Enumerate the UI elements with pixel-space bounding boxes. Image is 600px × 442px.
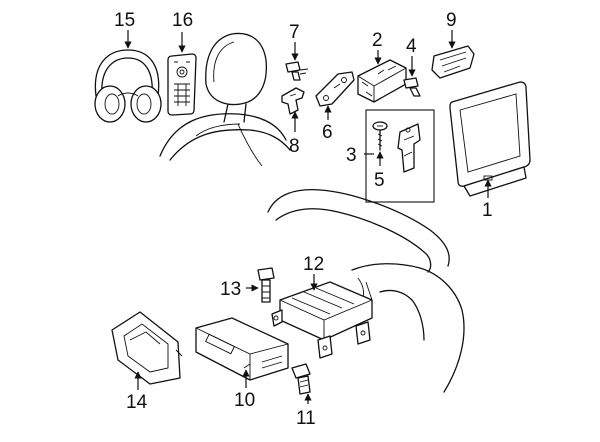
remote-control-part (167, 53, 197, 116)
callout-1: 1 (482, 200, 493, 221)
callout-7: 7 (289, 22, 300, 43)
callout-15: 15 (114, 10, 135, 31)
callout-4: 4 (406, 36, 417, 57)
callout-5: 5 (374, 170, 385, 191)
screw-part-7 (285, 61, 309, 81)
callout-box-3-5 (365, 109, 435, 203)
callout-2: 2 (372, 30, 383, 51)
bolt-part-13 (257, 267, 275, 303)
headphones-part (94, 49, 162, 123)
callout-labels: 15 16 7 8 6 2 4 9 3 5 1 12 13 14 10 11 (114, 10, 493, 429)
callout-13: 13 (220, 279, 241, 300)
callout-6: 6 (322, 122, 333, 143)
module-part-2 (357, 59, 407, 103)
callout-3: 3 (346, 145, 357, 166)
callout-12: 12 (303, 254, 324, 275)
display-screen-part (449, 81, 531, 197)
callout-10: 10 (234, 390, 255, 411)
seat-headrest-outline (159, 32, 291, 167)
console-outline (267, 188, 465, 393)
leader-lines (124, 30, 492, 404)
bolt-part-11 (291, 363, 311, 395)
callout-16: 16 (172, 10, 193, 31)
screw-part-4 (403, 77, 421, 97)
callout-11: 11 (296, 408, 316, 429)
trim-bracket-part-9 (431, 45, 475, 79)
mounting-bracket-part-12 (271, 281, 373, 359)
bracket-part-8 (281, 87, 305, 115)
callout-8: 8 (289, 136, 300, 157)
callout-9: 9 (446, 10, 457, 31)
bracket-part-6 (315, 71, 355, 107)
media-unit-part-10 (195, 317, 289, 381)
callout-14: 14 (126, 392, 148, 413)
bezel-part-14 (111, 311, 183, 385)
